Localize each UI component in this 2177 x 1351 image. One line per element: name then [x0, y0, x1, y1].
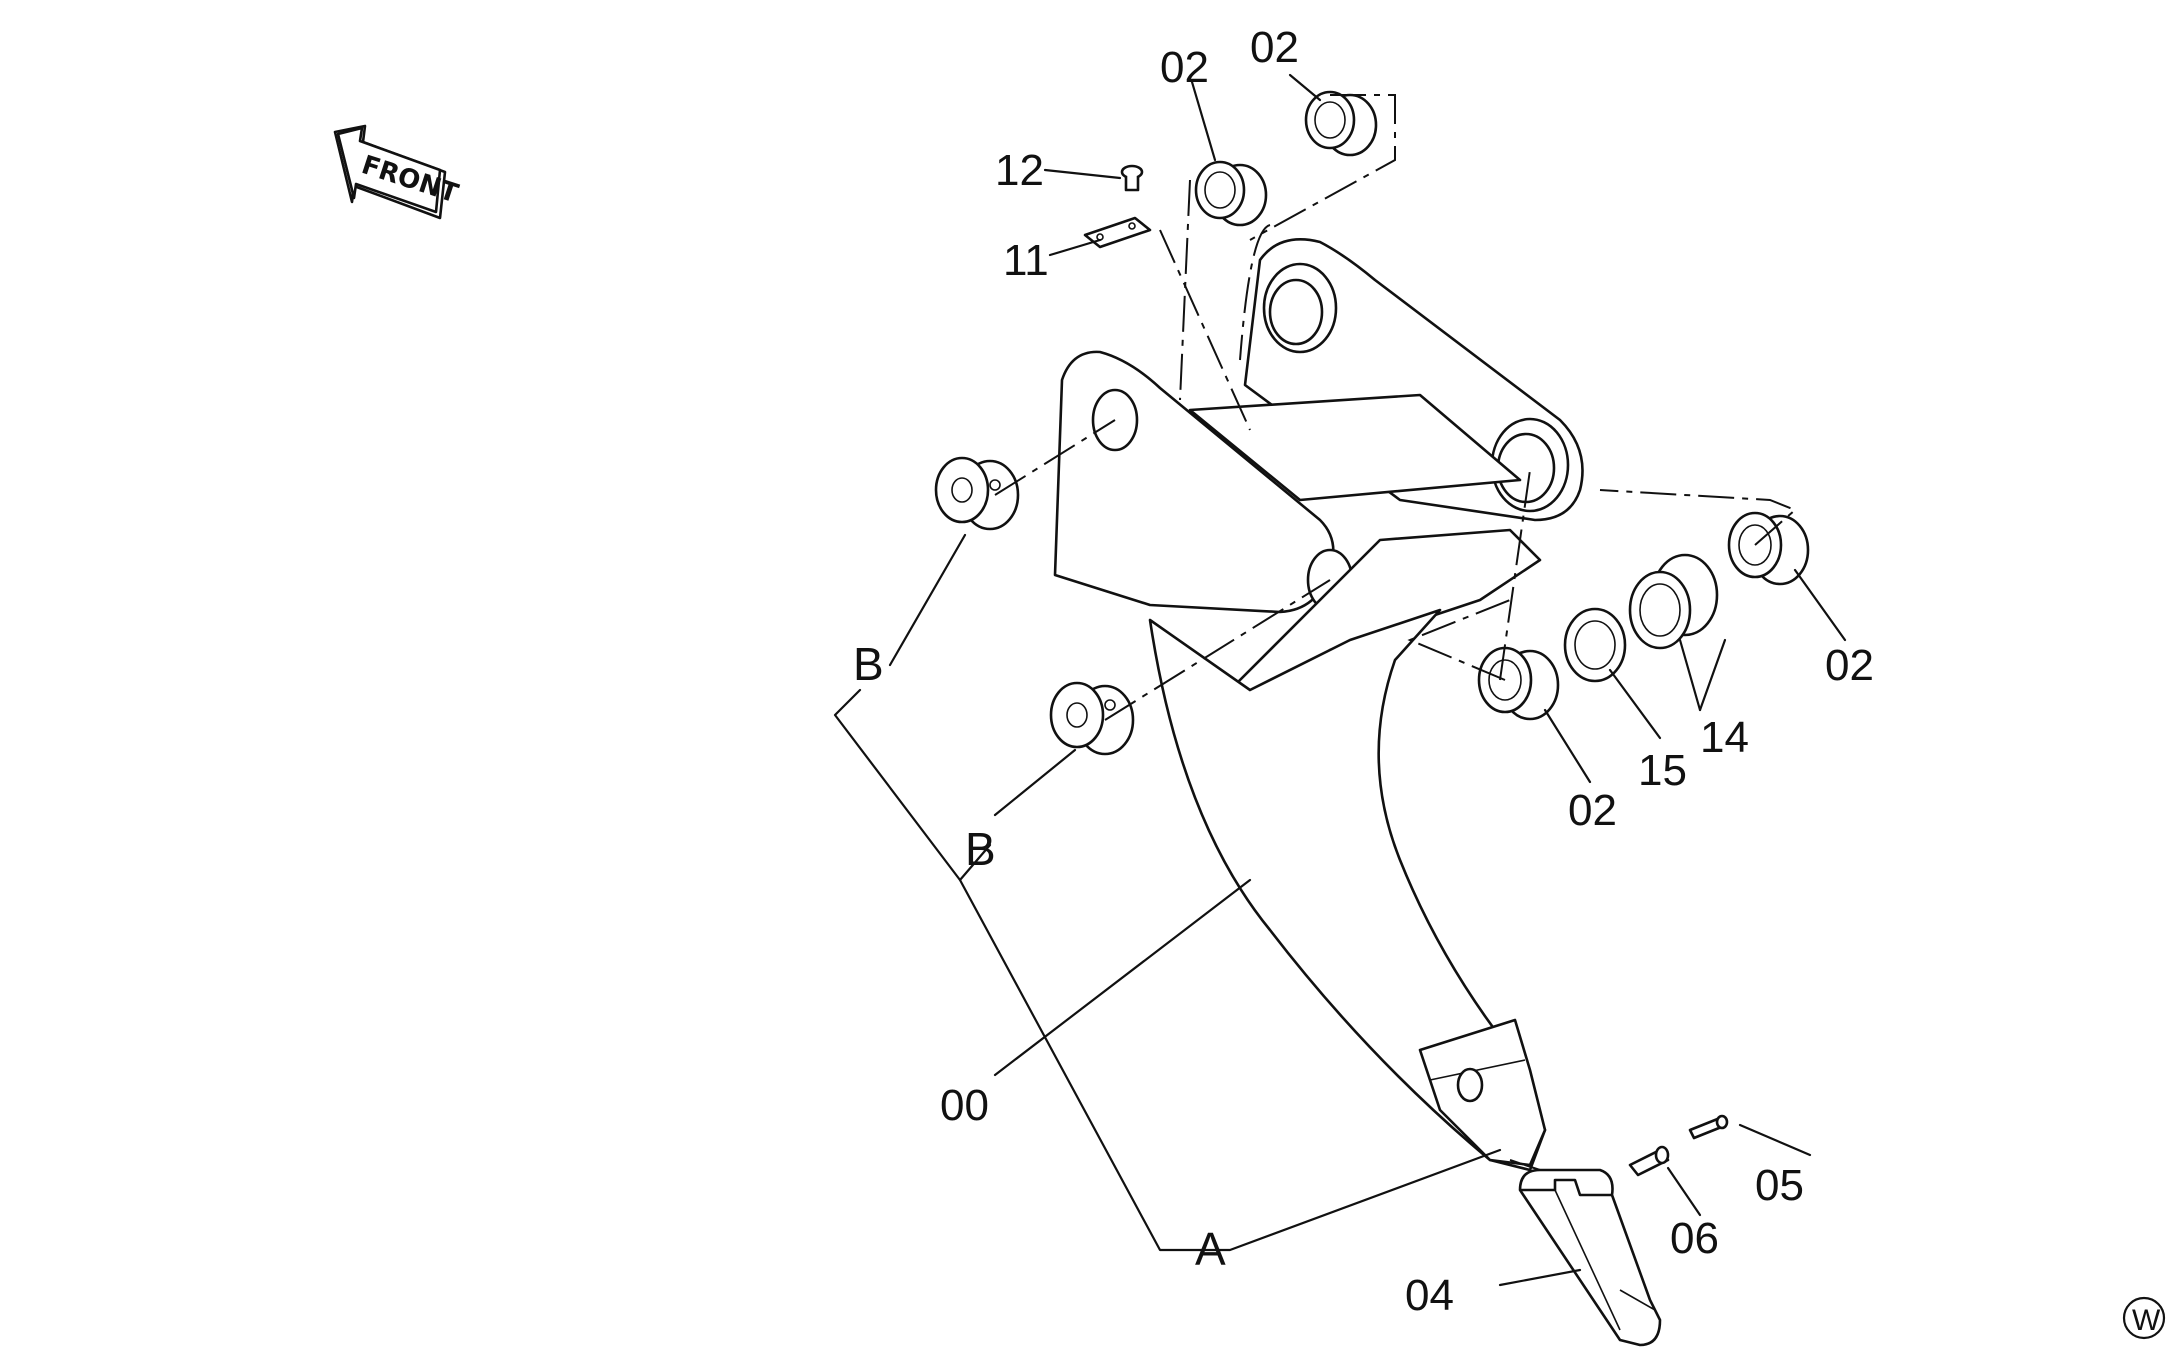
label-02-top-left: 02	[1160, 43, 1209, 92]
pin-05	[1688, 1114, 1729, 1140]
label-B-upper: B	[853, 638, 884, 690]
label-B-lower: B	[965, 823, 996, 875]
label-14: 14	[1700, 713, 1749, 762]
bushing-top-right	[1304, 90, 1378, 157]
label-02-right: 02	[1825, 641, 1874, 690]
bushing-top-left	[1194, 160, 1268, 227]
watermark-badge: W	[2122, 1296, 2166, 1340]
sleeve-06	[1628, 1145, 1670, 1177]
label-05: 05	[1755, 1161, 1804, 1210]
label-A: A	[1195, 1223, 1226, 1275]
label-02-bottom: 02	[1568, 786, 1617, 835]
watermark-letter: W	[2132, 1304, 2161, 1337]
label-06: 06	[1670, 1214, 1719, 1263]
label-11: 11	[1003, 236, 1049, 285]
ring-14	[1628, 553, 1719, 650]
label-12: 12	[995, 146, 1044, 195]
bolt-12	[1120, 164, 1144, 192]
bushing-bottom	[1477, 646, 1560, 721]
bushing-B-lower	[1049, 681, 1135, 756]
plate-11	[1083, 216, 1152, 249]
shim-15	[1563, 607, 1627, 683]
leader-lines	[833, 73, 1847, 1287]
label-02-top-right: 02	[1250, 23, 1299, 72]
bushing-B-upper	[934, 456, 1020, 531]
front-arrow-icon: FRONT	[333, 124, 462, 220]
center-lines	[994, 94, 1797, 1171]
label-00: 00	[940, 1081, 989, 1130]
label-04: 04	[1405, 1271, 1454, 1320]
callout-labels: 02 02 12 11 02 14 15 02 05 06 04 00 B B …	[853, 23, 1874, 1320]
tooth-04	[1518, 1168, 1662, 1347]
label-15: 15	[1638, 746, 1687, 795]
